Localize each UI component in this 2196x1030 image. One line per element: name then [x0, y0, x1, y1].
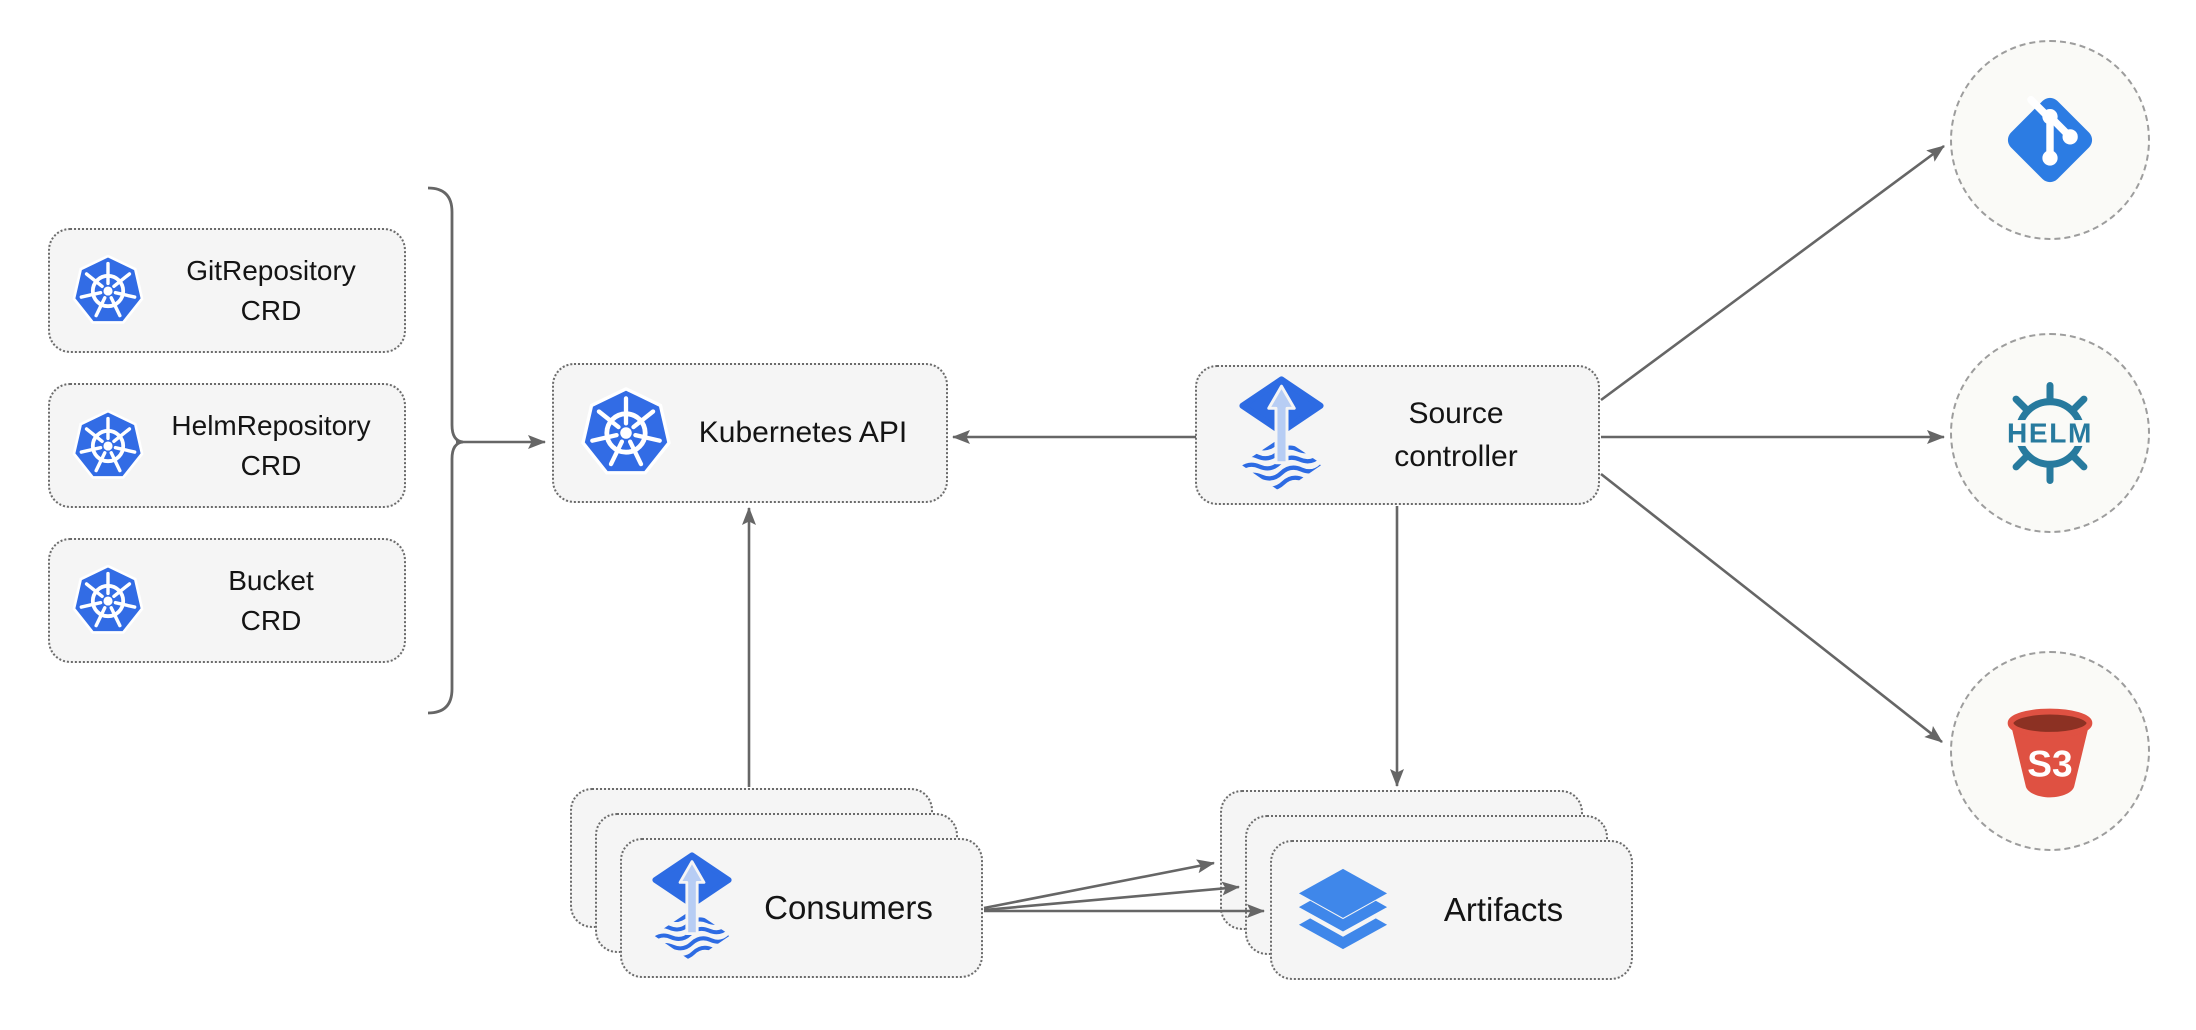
kubernetes-icon — [72, 254, 144, 324]
crd-group-bracket — [427, 186, 464, 715]
helmrepository-crd-label-line2: CRD — [240, 449, 302, 481]
kubernetes-api-label: Kubernetes API — [698, 416, 908, 450]
node-helmrepository-crd: HelmRepository CRD — [48, 383, 406, 508]
helmrepository-crd-label: HelmRepository CRD — [146, 406, 404, 486]
git-icon — [2007, 96, 2093, 183]
kubernetes-icon — [72, 409, 144, 479]
node-gitrepository-crd: GitRepository CRD — [48, 228, 406, 353]
s3-bucket-icon: S3 — [2007, 708, 2093, 798]
node-s3-endpoint: S3 — [1950, 651, 2150, 851]
flux-icon — [1239, 375, 1324, 492]
helm-label: HELM — [2007, 418, 2093, 449]
edge-source-controller-to-s3 — [1600, 472, 1943, 744]
node-helm-endpoint: HELM — [1950, 333, 2150, 533]
node-bucket-crd: Bucket CRD — [48, 538, 406, 663]
layers-icon — [1298, 868, 1388, 950]
node-artifacts: Artifacts — [1270, 840, 1633, 980]
flux-icon — [652, 852, 732, 961]
edge-source-controller-to-git — [1600, 144, 1945, 402]
node-source-controller: Source controller — [1195, 365, 1600, 505]
gitrepository-crd-label-line2: CRD — [240, 294, 302, 326]
source-controller-label: Source controller — [1324, 392, 1598, 478]
node-git-endpoint — [1950, 40, 2150, 240]
bucket-crd-label: Bucket CRD — [146, 561, 404, 641]
bucket-crd-label-line1: Bucket — [228, 564, 314, 596]
gitrepository-crd-label-line1: GitRepository — [186, 254, 356, 286]
kubernetes-icon — [72, 564, 144, 634]
artifacts-label: Artifacts — [1443, 891, 1564, 929]
consumers-label: Consumers — [764, 889, 933, 927]
node-consumers: Consumers — [620, 838, 983, 978]
source-controller-label-line2: controller — [1394, 440, 1518, 473]
kubernetes-icon — [581, 386, 671, 475]
helm-icon: HELM — [2003, 381, 2097, 485]
edge-consumers-to-artifacts-back — [983, 859, 1215, 910]
bucket-crd-label-line2: CRD — [240, 604, 302, 636]
helmrepository-crd-label-line1: HelmRepository — [171, 409, 371, 441]
s3-label: S3 — [2027, 743, 2072, 785]
source-controller-label-line1: Source — [1408, 397, 1504, 430]
node-kubernetes-api: Kubernetes API — [552, 363, 948, 503]
edge-consumers-to-artifacts-middle — [983, 881, 1240, 912]
gitrepository-crd-label: GitRepository CRD — [146, 251, 404, 331]
